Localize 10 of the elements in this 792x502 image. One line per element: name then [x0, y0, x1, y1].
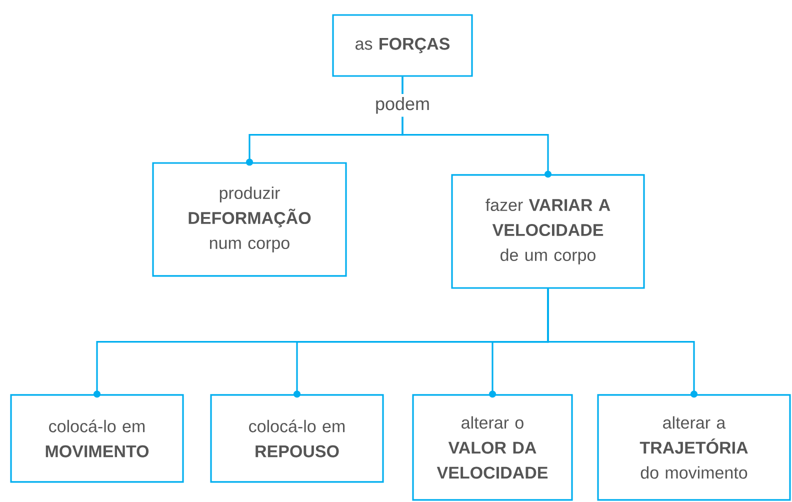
concept-box: fazer VARIAR A VELOCIDADE de um corpo [451, 174, 645, 289]
concept-box: as FORÇAS [332, 14, 473, 77]
connector [402, 76, 552, 178]
concept-box: alterar o VALOR DA VELOCIDADE [412, 394, 573, 501]
concept-box: produzir DEFORMAÇÃO num corpo [152, 162, 347, 277]
concept-box: colocá-lo em REPOUSO [210, 394, 384, 483]
concept-box: alterar a TRAJETÓRIA do movimento [597, 394, 791, 501]
edge-label: podem [372, 94, 434, 117]
connector [547, 288, 698, 398]
concept-box: colocá-lo em MOVIMENTO [10, 394, 184, 483]
